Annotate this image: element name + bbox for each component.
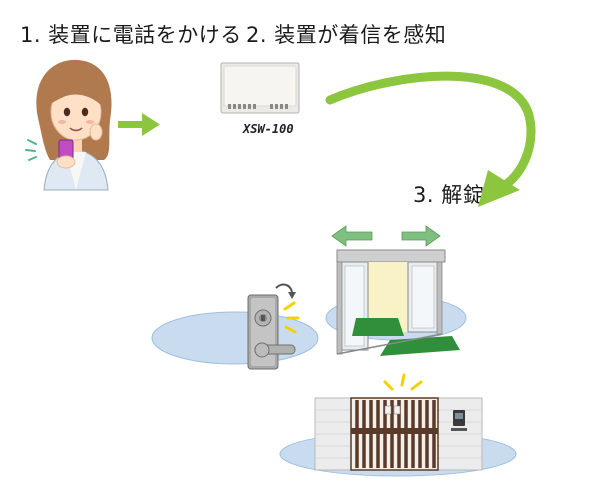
door-lever-lock-icon bbox=[247, 283, 300, 370]
receiver-device-icon bbox=[220, 62, 300, 114]
device-model-label: XSW-100 bbox=[243, 122, 294, 136]
step1-label: 1. 装置に電話をかける bbox=[20, 23, 242, 47]
step2-label: 2. 装置が着信を感知 bbox=[246, 23, 447, 47]
curved-arrow-icon bbox=[325, 71, 536, 207]
floor-shadow-lock bbox=[151, 311, 319, 365]
step3-label: 3. 解錠 bbox=[413, 183, 485, 207]
arrow-right-icon bbox=[118, 113, 160, 136]
ringing-marks-icon bbox=[25, 139, 37, 161]
woman-with-phone-icon bbox=[25, 59, 112, 191]
automatic-sliding-door-icon bbox=[331, 225, 460, 356]
sliding-gate-icon bbox=[314, 373, 483, 471]
